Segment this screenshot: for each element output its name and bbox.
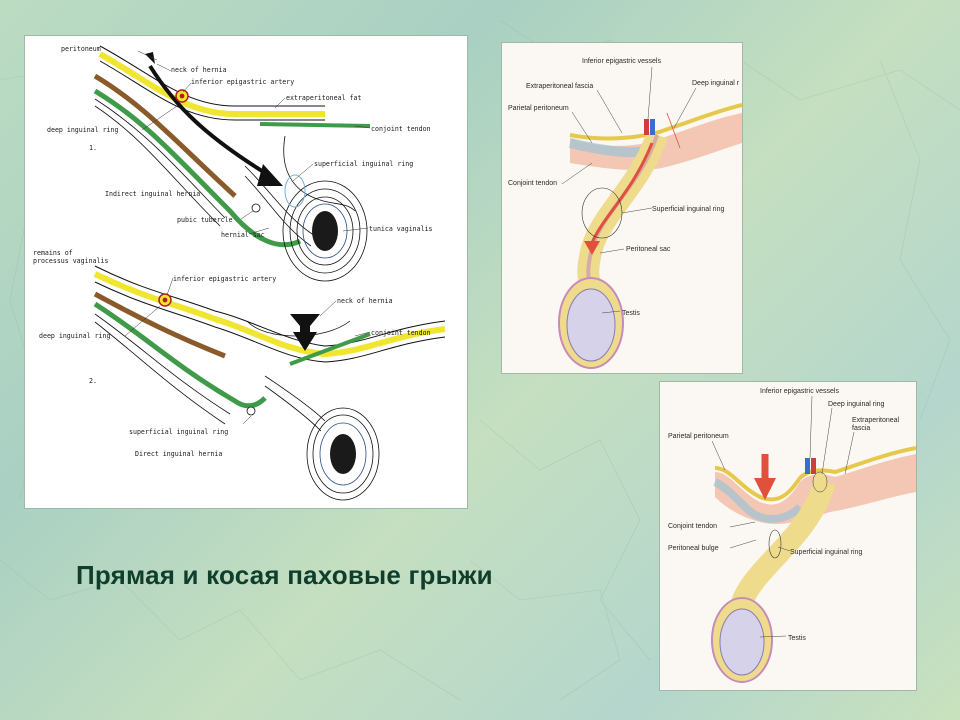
figure-1-drawing xyxy=(93,45,371,282)
label-inferior-epigastric-artery-1: inferior epigastric artery xyxy=(191,78,294,86)
label-testis-3: Testis xyxy=(622,310,640,317)
label-processus-vaginalis: processus vaginalis xyxy=(33,257,108,265)
label-deep-inguinal-ring-4: Deep inguinal ring xyxy=(828,401,885,408)
label-fascia-4: fascia xyxy=(852,425,870,432)
leader-lines-fig4 xyxy=(711,395,855,638)
indirect-hernia-color-panel: Inferior epigastric vessels Extraperiton… xyxy=(502,43,742,373)
label-indirect-inguinal-hernia: Indirect inguinal hernia xyxy=(105,190,200,198)
label-extraperitoneal-4: Extraperitoneal xyxy=(852,417,900,424)
label-neck-of-hernia-2: neck of hernia xyxy=(337,297,393,305)
label-figure-number-2: 2. xyxy=(89,377,97,385)
label-extraperitoneal-fat: extraperitoneal fat xyxy=(286,94,361,102)
leader-lines-fig3 xyxy=(561,66,697,314)
indirect-hernia-color-drawing: Inferior epigastric vessels Extraperiton… xyxy=(508,58,742,369)
label-inferior-epigastric-vessels-4: Inferior epigastric vessels xyxy=(760,388,839,395)
direct-hernia-color-drawing: Inferior epigastric vessels Deep inguina… xyxy=(668,388,916,683)
label-deep-inguinal-ring-3: Deep inguinal r xyxy=(692,80,740,87)
label-deep-inguinal-ring-1: deep inguinal ring xyxy=(47,126,118,134)
label-deep-inguinal-ring-2: deep inguinal ring xyxy=(39,332,110,340)
label-superficial-inguinal-ring-4: Superficial inguinal ring xyxy=(790,549,862,556)
label-figure-number-1: 1. xyxy=(89,144,97,152)
label-remains-of: remains of xyxy=(33,249,73,257)
label-conjoint-tendon-4: Conjoint tendon xyxy=(668,523,717,530)
label-superficial-inguinal-ring-3: Superficial inguinal ring xyxy=(652,206,724,213)
label-tunica-vaginalis: tunica vaginalis xyxy=(369,225,433,233)
label-conjoint-tendon-3: Conjoint tendon xyxy=(508,180,557,187)
slide-title: Прямая и косая паховые грыжи xyxy=(76,560,493,590)
label-inferior-epigastric-artery-2: inferior epigastric artery xyxy=(173,275,276,283)
label-hernial-sac: hernial sac xyxy=(221,231,265,239)
direct-hernia-color-panel: Inferior epigastric vessels Deep inguina… xyxy=(660,382,916,690)
label-direct-inguinal-hernia: Direct inguinal hernia xyxy=(135,450,222,458)
label-superficial-inguinal-ring-2: superficial inguinal ring xyxy=(129,428,228,436)
leader-lines xyxy=(124,50,371,425)
label-pubic-tubercle: pubic tubercle xyxy=(177,216,233,224)
label-testis-4: Testis xyxy=(788,635,806,642)
label-conjoint-tendon-2: conjoint tendon xyxy=(371,329,431,337)
figure-2-drawing xyxy=(93,265,446,501)
label-neck-of-hernia-1: neck of hernia xyxy=(171,66,227,74)
label-peritoneal-bulge-4: Peritoneal bulge xyxy=(668,545,719,552)
label-peritoneum: peritoneum xyxy=(61,45,101,53)
label-conjoint-tendon-1: conjoint tendon xyxy=(371,125,431,133)
label-parietal-peritoneum-4: Parietal peritoneum xyxy=(668,433,729,440)
label-extraperitoneal-fascia-3: Extraperitoneal fascia xyxy=(526,83,593,90)
label-peritoneal-sac-3: Peritoneal sac xyxy=(626,246,671,253)
label-parietal-peritoneum-3: Parietal peritoneum xyxy=(508,105,569,112)
label-superficial-inguinal-ring-1: superficial inguinal ring xyxy=(314,160,413,168)
hernia-line-drawings: peritoneum neck of hernia inferior epiga… xyxy=(33,45,446,501)
label-inferior-epigastric-vessels-3: Inferior epigastric vessels xyxy=(582,58,661,65)
hernia-diagram-panel: peritoneum neck of hernia inferior epiga… xyxy=(25,36,467,508)
